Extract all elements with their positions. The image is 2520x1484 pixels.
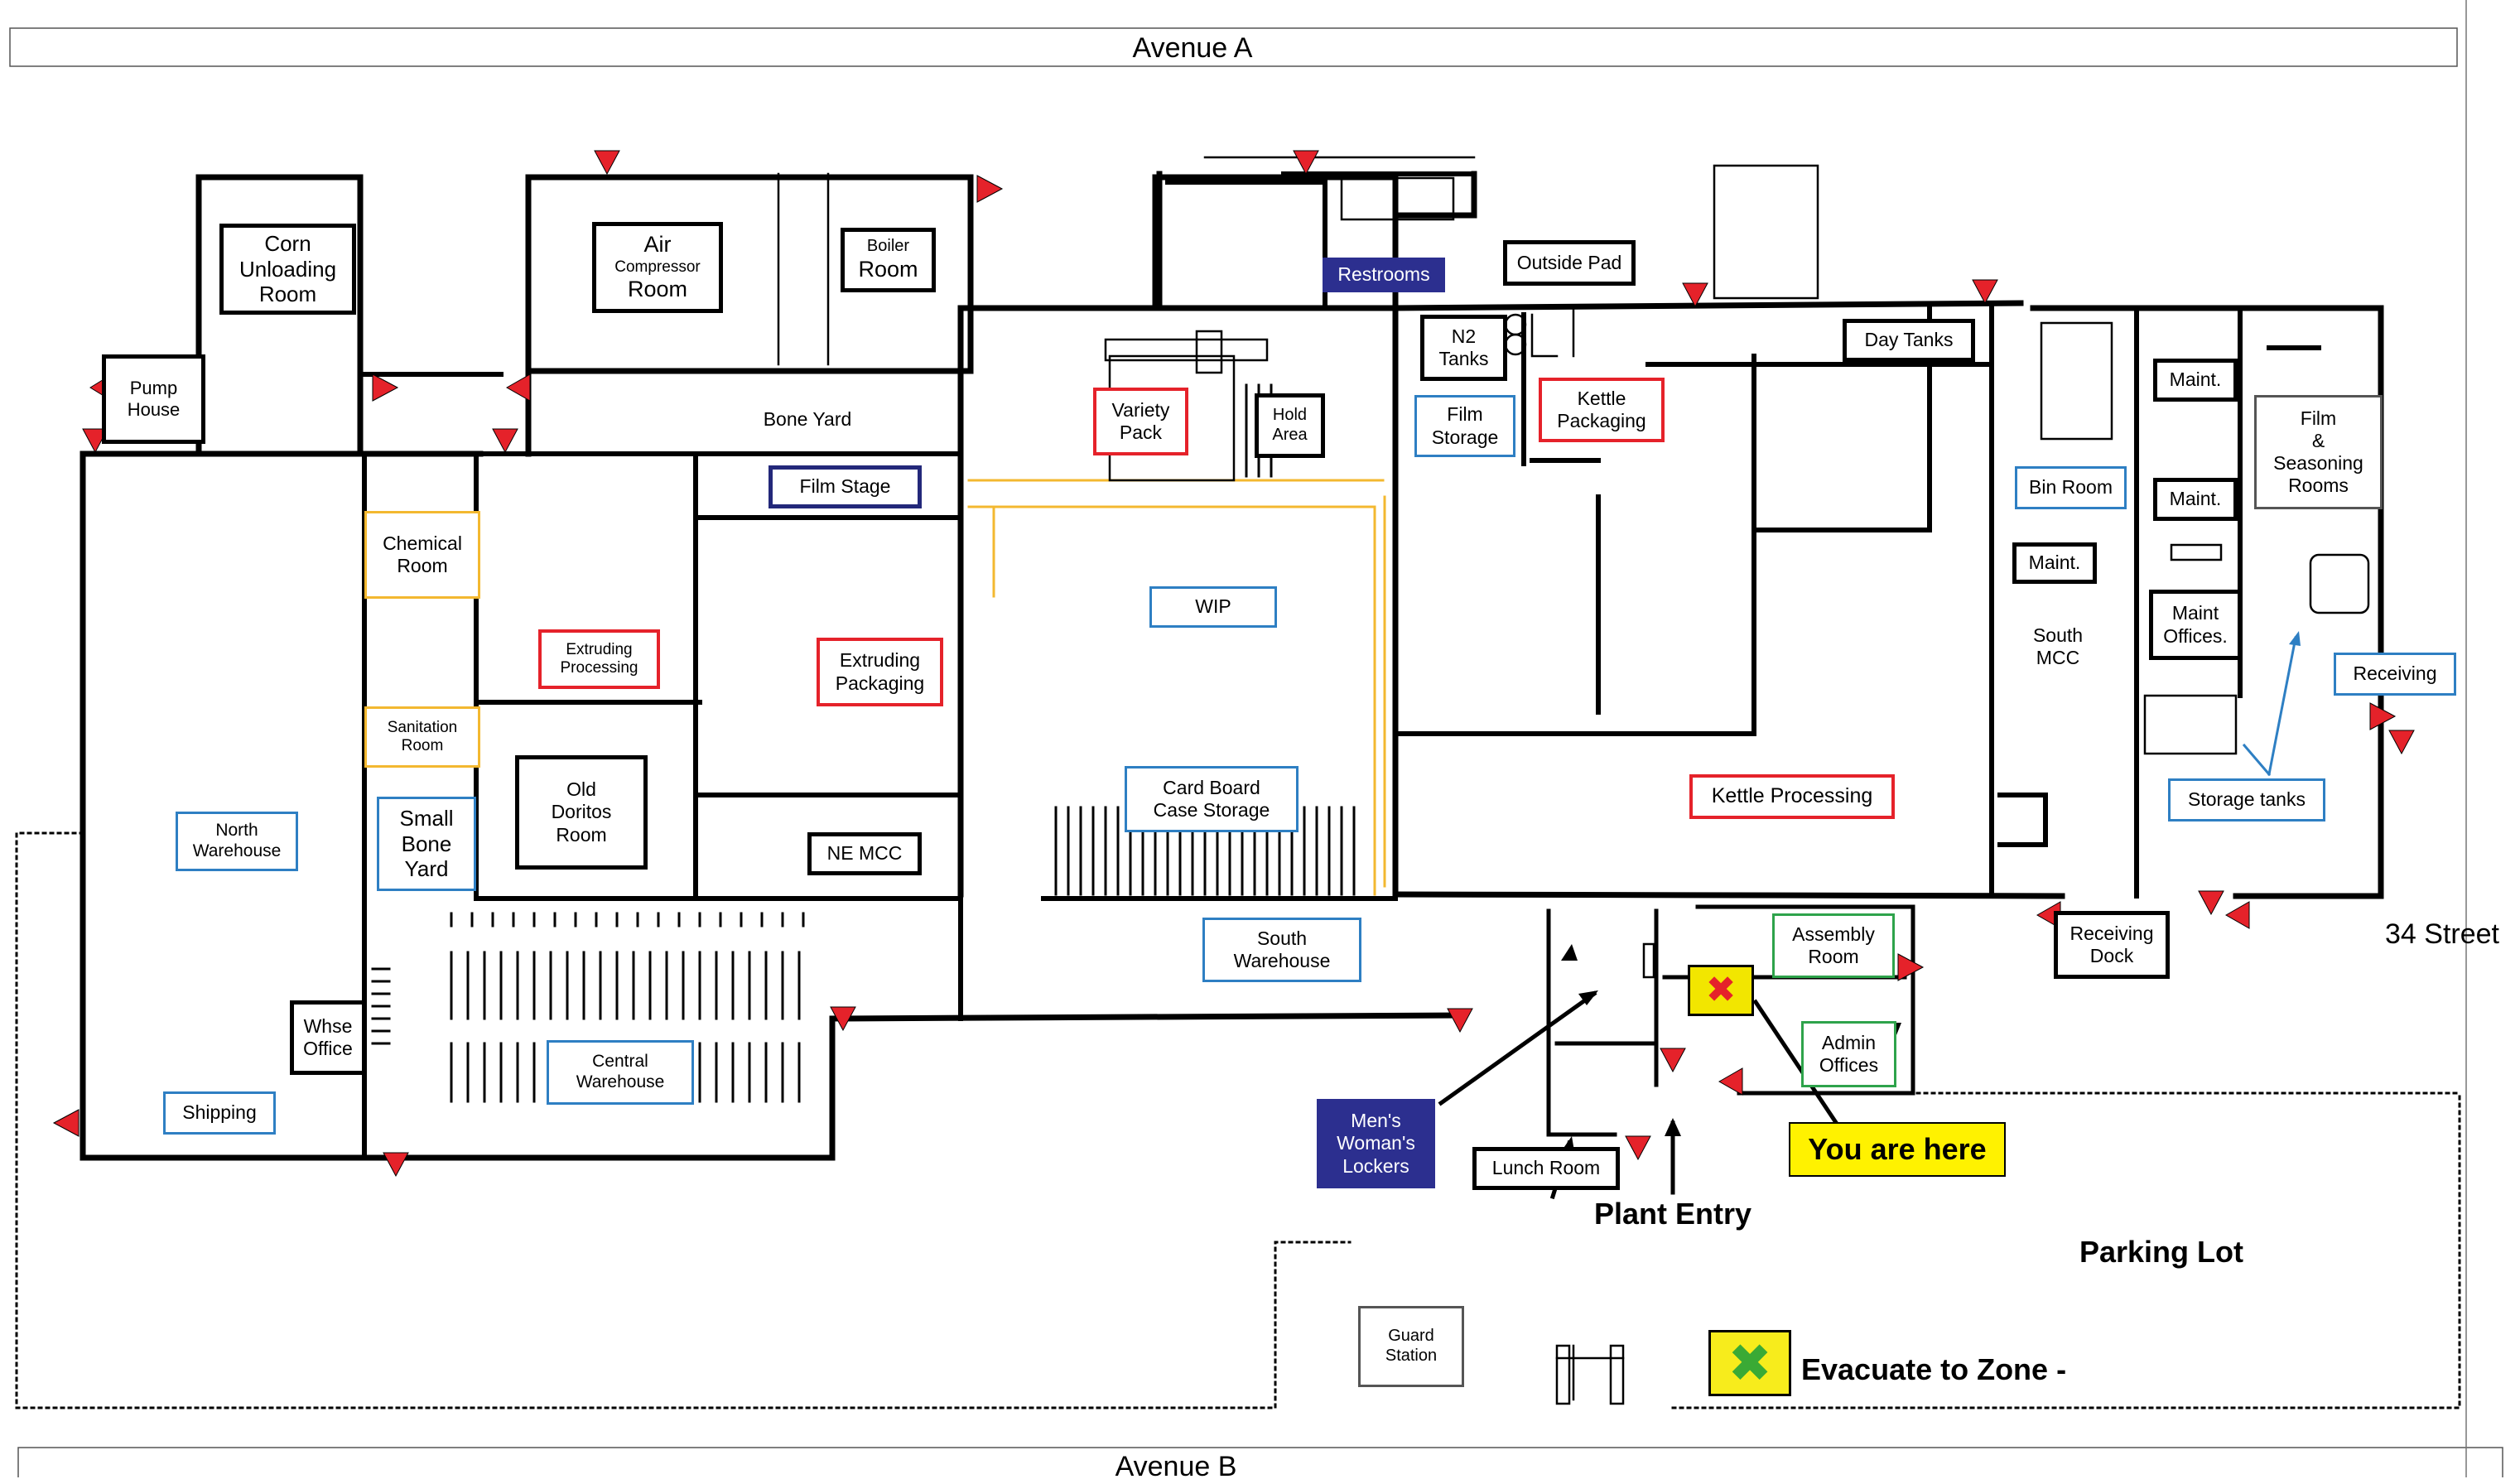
exit-arrow-icon [2198,890,2224,916]
area-north-warehouse: North Warehouse [176,812,298,871]
exit-arrow-icon [383,1152,409,1178]
room-restrooms: Restrooms [1323,258,1445,292]
exit-arrow-icon [1293,150,1319,176]
room-guard-station: Guard Station [1358,1306,1464,1387]
area-shipping: Shipping [163,1091,276,1135]
dotted-lines [15,372,2461,1409]
arrowhead-icon [1561,944,1578,961]
green-x-icon: ✖ [1727,1333,1772,1393]
area-outside-pad: Outside Pad [1503,240,1636,286]
exit-arrow-icon [1972,279,1998,305]
area-hold-area: Hold Area [1255,393,1325,458]
room-lockers: Men's Woman's Lockers [1317,1099,1435,1188]
air-compressor-line-1: Air [643,231,672,257]
room-maint-3: Maint. [2012,542,2097,584]
area-variety-pack: Variety Pack [1093,388,1188,455]
area-n2-tanks: N2 Tanks [1420,315,1507,381]
room-old-doritos: Old Doritos Room [515,755,648,870]
area-extruding-processing: Extruding Processing [538,629,660,689]
air-compressor-line-2: Compressor [614,258,701,276]
boiler-line-1: Boiler [866,237,910,256]
area-central-warehouse: Central Warehouse [547,1040,694,1105]
exit-arrow-icon [1718,1067,1743,1096]
room-assembly: Assembly Room [1772,913,1895,978]
area-wip: WIP [1149,586,1277,628]
arrowhead-icon [1578,990,1598,1005]
area-film-stage: Film Stage [769,465,922,508]
street-avenue-b: Avenue B [1115,1450,1237,1482]
exit-arrow-icon [1897,953,1925,981]
racking-hatch [371,383,1356,1103]
evacuate-label: Evacuate to Zone - [1801,1352,2067,1386]
parking-lot-label: Parking Lot [2079,1234,2244,1269]
exit-arrow-icon [372,373,399,402]
arrowhead-icon [1665,1118,1681,1136]
exit-arrow-icon [1682,282,1708,308]
room-chemical: Chemical Room [364,511,480,599]
boiler-line-2: Room [858,256,918,282]
room-bin: Bin Room [2015,466,2127,509]
room-admin-offices: Admin Offices [1801,1021,1896,1087]
exit-arrow-icon [976,175,1004,203]
avenue-b-road [17,1447,2503,1477]
room-corn-unloading: Corn Unloading Room [219,224,356,315]
room-air-compressor: Air Compressor Room [592,222,723,313]
conveyor-lines [967,479,1386,896]
room-sanitation: Sanitation Room [364,706,480,768]
street-34-street: 34 Street [2385,918,2499,950]
exit-arrow-icon [2388,730,2415,755]
street-avenue-a: Avenue A [1132,31,1253,64]
exit-arrow-icon [492,428,518,454]
area-receiving-dock: Receiving Dock [2054,911,2170,979]
you-are-here-marker: ✖ [1688,965,1754,1016]
exit-arrow-icon [505,373,531,402]
exit-arrow-icon [52,1109,80,1137]
room-boiler: Boiler Room [841,228,936,292]
room-maint-offices: Maint Offices. [2149,590,2242,660]
avenue-a-road [9,27,2458,67]
area-card-board-storage: Card Board Case Storage [1125,766,1299,832]
air-compressor-line-3: Room [627,277,688,302]
exit-arrow-icon [830,1006,856,1032]
storage-tank-pointers [2242,636,2297,777]
exit-arrow-icon [1625,1135,1651,1161]
area-bone-yard: Bone Yard [763,408,852,431]
room-pump-house: Pump House [102,354,205,444]
exterior-walls [80,171,2384,1161]
evacuate-zone-icon: ✖ [1708,1330,1791,1396]
area-day-tanks: Day Tanks [1843,319,1975,362]
you-are-here-label: You are here [1789,1122,2006,1177]
room-film-storage: Film Storage [1414,395,1515,457]
room-maint-1: Maint. [2153,359,2238,402]
room-lunch: Lunch Room [1472,1147,1620,1190]
room-ne-mcc: NE MCC [807,832,922,875]
area-storage-tanks: Storage tanks [2168,778,2325,822]
area-small-bone-yard: Small Bone Yard [377,797,476,891]
exit-arrow-icon [1447,1008,1473,1034]
area-south-warehouse: South Warehouse [1202,918,1361,982]
exit-arrow-icon [2369,702,2397,730]
area-kettle-processing: Kettle Processing [1689,774,1895,819]
plant-entry-label: Plant Entry [1593,1196,1752,1231]
room-whse-office: Whse Office [290,1000,366,1075]
exit-arrow-icon [82,428,108,454]
room-maint-2: Maint. [2153,478,2238,521]
area-receiving: Receiving [2334,653,2456,696]
room-south-mcc: South MCC [2032,624,2084,668]
area-kettle-packaging: Kettle Packaging [1539,378,1665,442]
exit-arrow-icon [1660,1048,1686,1073]
area-extruding-packaging: Extruding Packaging [817,638,943,706]
equipment-outlines [777,156,2370,1405]
exit-arrow-icon [594,150,620,176]
room-film-seasoning: Film & Seasoning Rooms [2254,395,2383,509]
arrowhead-icon [2289,631,2301,646]
exit-arrow-icon [2224,901,2250,929]
red-x-icon: ✖ [1705,970,1737,1010]
